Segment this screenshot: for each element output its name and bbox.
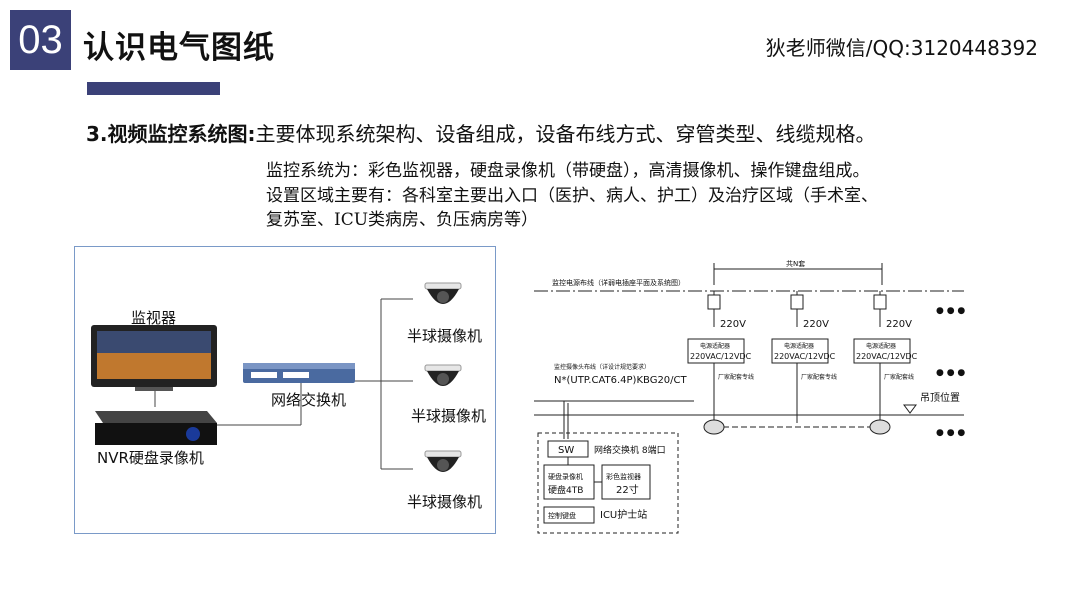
technical-drawing: 共N套 监控电源布线（详弱电插座平面及系统图） 220V 220V 220V 电… bbox=[524, 255, 984, 545]
ellipsis-middle: ● ● ● bbox=[936, 368, 965, 378]
sw-label: SW bbox=[558, 445, 574, 456]
heading-text: 主要体现系统架构、设备组成，设备布线方式、穿管类型、线缆规格。 bbox=[256, 122, 876, 146]
voltage-1: 220V bbox=[720, 319, 746, 330]
cable-spec: N*(UTP.CAT6.4P)KBG20/CT bbox=[554, 375, 688, 386]
heading-bold: 3.视频监控系统图: bbox=[86, 122, 256, 146]
monitor-label: 监视器 bbox=[131, 307, 176, 328]
nvr-label: NVR硬盘录像机 bbox=[97, 447, 204, 468]
vendor-cable-1: 厂家配套专线 bbox=[718, 373, 754, 381]
section-number: 03 bbox=[10, 10, 71, 70]
section-heading: 3.视频监控系统图:主要体现系统架构、设备组成，设备布线方式、穿管类型、线缆规格… bbox=[86, 118, 876, 147]
desc-line-3: 复苏室、ICU类病房、负压病房等） bbox=[266, 205, 538, 230]
monitor-size-label: 22寸 bbox=[616, 483, 639, 496]
cable-note: 监控摄像头布线（详设计规范要求） bbox=[554, 363, 650, 371]
page-title: 认识电气图纸 bbox=[83, 22, 275, 67]
title-underline-bar bbox=[87, 82, 220, 95]
keyboard-label: 控制键盘 bbox=[548, 511, 576, 520]
ellipsis-top: ● ● ● bbox=[936, 306, 965, 316]
station-label: ICU护士站 bbox=[600, 508, 647, 521]
adapter-2: 220VAC/12VDC bbox=[774, 352, 836, 361]
adapter-3: 220VAC/12VDC bbox=[856, 352, 918, 361]
monitor-spec-label: 彩色监视器 bbox=[606, 472, 641, 481]
power-note: 监控电源布线（详弱电插座平面及系统图） bbox=[552, 278, 685, 287]
ceiling-label: 吊顶位置 bbox=[920, 391, 960, 404]
vendor-cable-3: 厂家配套线 bbox=[884, 373, 914, 381]
camera-label-2: 半球摄像机 bbox=[411, 405, 486, 426]
vendor-cable-2: 厂家配套专线 bbox=[801, 373, 837, 381]
dvr-hdd-label: 硬盘4TB bbox=[548, 484, 583, 496]
switch-ports-label: 网络交换机 8端口 bbox=[594, 444, 666, 456]
adapter-top-3: 电源适配器 bbox=[866, 342, 896, 350]
adapter-1: 220VAC/12VDC bbox=[690, 352, 752, 361]
adapter-top-1: 电源适配器 bbox=[700, 342, 730, 350]
ellipsis-bottom: ● ● ● bbox=[936, 428, 965, 438]
adapter-top-2: 电源适配器 bbox=[784, 342, 814, 350]
desc-line-1: 监控系统为：彩色监视器，硬盘录像机（带硬盘），高清摄像机、操作键盘组成。 bbox=[266, 156, 870, 181]
voltage-3: 220V bbox=[886, 319, 912, 330]
contact-info: 狄老师微信/QQ:3120448392 bbox=[766, 32, 1038, 61]
dimension-label: 共N套 bbox=[786, 259, 805, 268]
desc-line-2: 设置区域主要有：各科室主要出入口（医护、病人、护工）及治疗区域（手术室、 bbox=[266, 181, 878, 206]
dvr-label: 硬盘录像机 bbox=[548, 472, 583, 481]
voltage-2: 220V bbox=[803, 319, 829, 330]
camera-label-3: 半球摄像机 bbox=[407, 491, 482, 512]
switch-label: 网络交换机 bbox=[271, 389, 346, 410]
architecture-diagram: 监视器 网络交换机 NVR硬盘录像机 半球摄像机 半球摄像机 半球摄像机 bbox=[74, 246, 496, 534]
camera-label-1: 半球摄像机 bbox=[407, 325, 482, 346]
